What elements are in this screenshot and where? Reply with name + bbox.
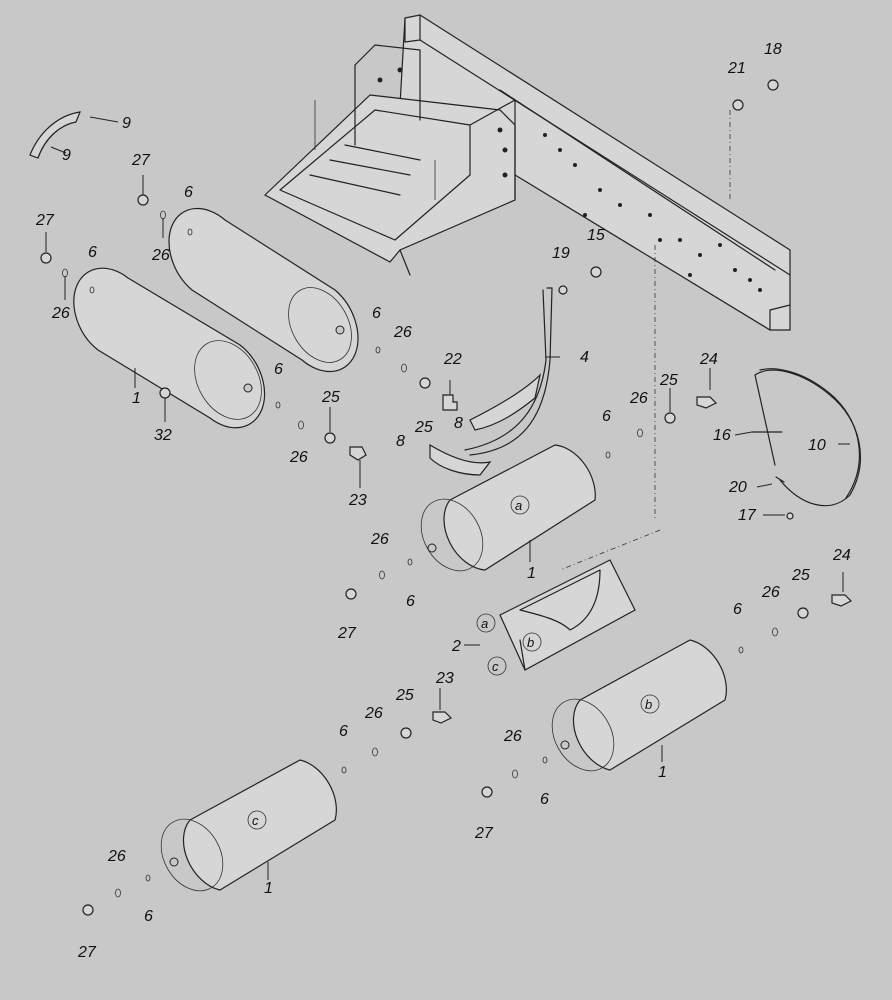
- label-24: 24: [699, 351, 718, 368]
- label-1: 1: [264, 880, 273, 897]
- marker-c: c: [252, 813, 259, 828]
- label-9: 9: [122, 115, 131, 132]
- label-8: 8: [396, 433, 405, 450]
- label-2: 2: [451, 638, 461, 655]
- label-25: 25: [659, 372, 678, 389]
- label-25: 25: [395, 687, 414, 704]
- frame-rail: [399, 14, 791, 331]
- tray-bracket: [263, 44, 516, 276]
- label-25: 25: [414, 419, 433, 436]
- tank-b: [551, 639, 727, 772]
- label-6: 6: [144, 908, 153, 925]
- label-18: 18: [764, 41, 782, 58]
- label-4: 4: [580, 349, 589, 366]
- label-26: 26: [503, 728, 522, 745]
- label-26: 26: [289, 449, 308, 466]
- part-labels: 18 21 9 9 27 27 6 26 6 26 15 19 6 26 4 1…: [35, 41, 851, 961]
- cradle-2: [499, 559, 636, 671]
- label-26: 26: [107, 848, 126, 865]
- label-1: 1: [658, 764, 667, 781]
- label-26: 26: [370, 531, 389, 548]
- label-6: 6: [88, 244, 97, 261]
- label-23: 23: [435, 670, 454, 687]
- tank-c: [160, 759, 337, 892]
- label-23: 23: [348, 492, 367, 509]
- label-6: 6: [540, 791, 549, 808]
- label-6: 6: [733, 601, 742, 618]
- strap-4: [429, 287, 553, 476]
- label-27: 27: [337, 625, 357, 642]
- label-6: 6: [602, 408, 611, 425]
- label-25: 25: [791, 567, 810, 584]
- strap-9: [29, 111, 81, 159]
- marker-a: a: [515, 498, 522, 513]
- label-1: 1: [527, 565, 536, 582]
- label-10: 10: [808, 437, 826, 454]
- label-6: 6: [339, 723, 348, 740]
- label-26: 26: [761, 584, 780, 601]
- label-1: 1: [132, 390, 141, 407]
- label-26: 26: [151, 247, 170, 264]
- tank-a: [420, 444, 596, 572]
- label-27: 27: [474, 825, 494, 842]
- label-6: 6: [274, 361, 283, 378]
- marker-b: b: [527, 635, 534, 650]
- circled-markers: a a b b c c: [247, 495, 660, 830]
- label-27: 27: [35, 212, 55, 229]
- marker-a: a: [481, 616, 488, 631]
- label-6: 6: [372, 305, 381, 322]
- strap-10: [754, 368, 861, 507]
- label-8: 8: [454, 415, 463, 432]
- label-25: 25: [321, 389, 340, 406]
- marker-b: b: [645, 697, 652, 712]
- label-27: 27: [77, 944, 97, 961]
- label-21: 21: [727, 60, 746, 77]
- label-6: 6: [184, 184, 193, 201]
- marker-c: c: [492, 659, 499, 674]
- label-22: 22: [443, 351, 462, 368]
- tank-upper-rear: [168, 207, 359, 373]
- label-17: 17: [738, 507, 757, 524]
- label-19: 19: [552, 245, 570, 262]
- small-parts: [40, 79, 853, 916]
- label-27: 27: [131, 152, 151, 169]
- label-16: 16: [713, 427, 731, 444]
- tank-upper-front: [73, 267, 266, 429]
- label-20: 20: [728, 479, 747, 496]
- label-24: 24: [832, 547, 851, 564]
- label-32: 32: [154, 427, 172, 444]
- label-26: 26: [393, 324, 412, 341]
- label-15: 15: [587, 227, 605, 244]
- label-6: 6: [406, 593, 415, 610]
- leader-lines: [45, 116, 850, 880]
- label-9: 9: [62, 147, 71, 164]
- label-26: 26: [364, 705, 383, 722]
- label-26: 26: [629, 390, 648, 407]
- label-26: 26: [51, 305, 70, 322]
